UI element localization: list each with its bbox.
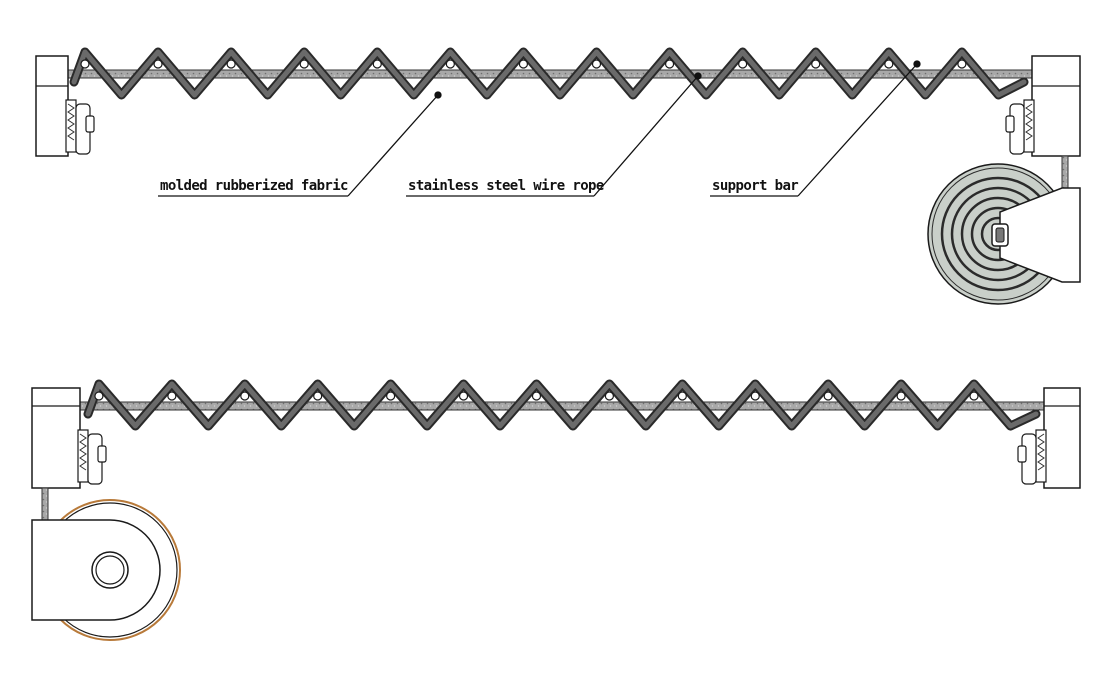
- bottom-fabric-rings: [94, 391, 979, 401]
- bottom-molded-fabric-core: [85, 381, 1039, 429]
- fabric-guide-ring: [240, 391, 250, 401]
- top-assembly: [35, 47, 1081, 305]
- fabric-guide-ring: [518, 59, 529, 69]
- top-left-end-bracket: [35, 55, 95, 157]
- callout-molded-rubberized-fabric: molded rubberized fabric: [160, 178, 348, 194]
- empty-reel: [31, 499, 181, 641]
- fabric-guide-ring: [94, 391, 104, 401]
- fabric-guide-ring: [153, 59, 163, 69]
- fabric-guide-ring: [299, 59, 309, 69]
- fabric-guide-ring: [664, 59, 675, 69]
- bottom-assembly: [31, 379, 1081, 641]
- fabric-guide-ring: [458, 391, 469, 401]
- fabric-guide-ring: [957, 59, 967, 69]
- fabric-guide-ring: [811, 59, 821, 69]
- fabric-guide-ring: [313, 391, 323, 401]
- fabric-guide-ring: [896, 391, 906, 401]
- fabric-guide-ring: [80, 59, 90, 69]
- fabric-guide-ring: [226, 59, 236, 69]
- bottom-right-end-bracket: [1017, 387, 1081, 489]
- leader-rope: [406, 72, 702, 197]
- fabric-guide-ring: [445, 59, 455, 69]
- leader-bar: [710, 60, 921, 197]
- coiled-reel: [927, 163, 1081, 305]
- top-molded-fabric-core: [71, 49, 1027, 98]
- fabric-guide-ring: [738, 59, 748, 69]
- leader-fabric: [158, 91, 442, 197]
- fabric-guide-ring: [604, 391, 615, 401]
- fabric-guide-ring: [884, 59, 894, 69]
- fabric-guide-ring: [531, 391, 542, 401]
- fabric-guide-ring: [372, 59, 382, 69]
- bottom-left-end-bracket: [31, 387, 107, 523]
- callout-leaders: [158, 60, 921, 197]
- callout-support-bar: support bar: [712, 178, 799, 194]
- fabric-guide-ring: [386, 391, 396, 401]
- fabric-guide-ring: [677, 391, 687, 401]
- fabric-guide-ring: [750, 391, 760, 401]
- fabric-guide-ring: [167, 391, 177, 401]
- fabric-guide-ring: [823, 391, 833, 401]
- callout-stainless-steel-wire-rope: stainless steel wire rope: [408, 178, 604, 194]
- fabric-guide-ring: [969, 391, 979, 401]
- top-fabric-rings: [80, 59, 967, 69]
- fabric-guide-ring: [591, 59, 602, 69]
- top-right-end-bracket: [1005, 55, 1081, 191]
